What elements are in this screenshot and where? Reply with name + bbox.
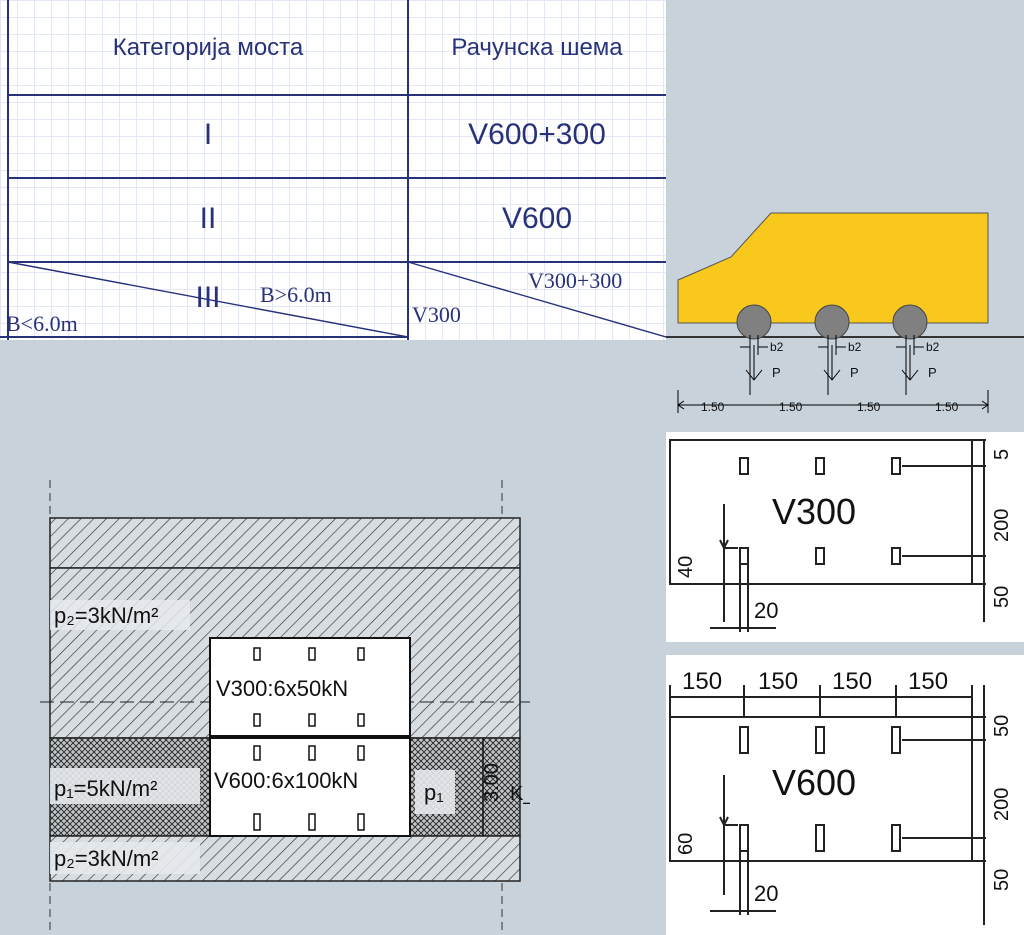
spacing-1: 1.50 xyxy=(701,400,725,414)
v600-dim-top-2: 150 xyxy=(758,668,798,695)
v300-dim-right-1: 5 xyxy=(991,449,1013,460)
v300-dim-right-3: 50 xyxy=(991,586,1013,608)
lane-width-label: 3.00 xyxy=(481,763,503,802)
v300-footprint: V300 5 200 50 40 20 xyxy=(666,432,1024,642)
v600-dim-right-3: 50 xyxy=(991,869,1013,891)
v300-title: V300 xyxy=(772,491,856,532)
v300-outline xyxy=(669,439,973,585)
p1-left-label: p₁=5kN/m² xyxy=(54,776,157,801)
load-label-2: P xyxy=(850,365,859,380)
v600-dim-top-4: 150 xyxy=(908,668,948,695)
v600-dim-top-1: 150 xyxy=(682,668,722,695)
v600-footprint: 150 150 150 150 V600 50 200 50 60 20 xyxy=(666,655,1024,935)
p2-top-strip xyxy=(49,517,521,569)
row-2-category: II xyxy=(199,202,217,235)
axle-label-2: b2 xyxy=(848,340,862,354)
v600-label: V600:6x100kN xyxy=(214,768,358,793)
truck-body xyxy=(677,212,989,324)
load-plan-drawing: p₂=3kN/m² V300:6x50kN V600:6x100kN p₁=5k… xyxy=(40,480,530,930)
v300-dim-right-2: 200 xyxy=(991,509,1013,542)
header-category: Категорија моста xyxy=(112,34,304,61)
v600-dim-right-1: 50 xyxy=(991,715,1013,737)
load-plan-diagram: p₂=3kN/m² V300:6x50kN V600:6x100kN p₁=5k… xyxy=(40,470,530,935)
header-scheme: Рачунска шема xyxy=(451,34,623,61)
row-3-scheme-right: V300+300 xyxy=(528,268,623,293)
v600-wheel-width: 20 xyxy=(754,881,778,906)
wheel-3 xyxy=(892,304,928,340)
wheel-2 xyxy=(814,304,850,340)
p2-top-label: p₂=3kN/m² xyxy=(54,603,159,628)
p1-right-label: p₁ xyxy=(424,780,444,805)
row-3-width-small: B<6.0m xyxy=(6,311,78,336)
v600-dim-right-2: 200 xyxy=(991,788,1013,821)
v300-vehicle xyxy=(209,637,411,737)
diagonal-category xyxy=(7,261,409,338)
diagonal-scheme xyxy=(407,261,666,338)
v300-wheel-width: 20 xyxy=(754,598,778,623)
p2-bottom-label: p₂=3kN/m² xyxy=(54,846,159,871)
v600-dim-top-3: 150 xyxy=(832,668,872,695)
v300-label: V300:6x50kN xyxy=(216,676,348,701)
bridge-category-table: Категорија моста Рачунска шема I V600+30… xyxy=(0,0,666,340)
row-3-scheme-left: V300 xyxy=(412,302,461,327)
spacing-4: 1.50 xyxy=(935,400,959,414)
row-3-width-large: B>6.0m xyxy=(260,282,332,307)
truck-drawing: b2 b2 b2 P P P 1.50 1.50 1.50 1.50 xyxy=(666,212,1024,414)
axle-label-3: b2 xyxy=(926,340,940,354)
load-label-3: P xyxy=(928,365,937,380)
row-1-category: I xyxy=(203,118,213,151)
v600-title: V600 xyxy=(772,762,856,803)
v600-vehicle xyxy=(209,737,411,837)
spacing-2: 1.50 xyxy=(779,400,803,414)
row-3-category: III xyxy=(195,281,221,314)
spacing-3: 1.50 xyxy=(857,400,881,414)
truck-side-view: b2 b2 b2 P P P 1.50 1.50 1.50 1.50 xyxy=(666,195,1024,425)
axle-label-1: b2 xyxy=(770,340,784,354)
v600-wheel-length: 60 xyxy=(675,833,697,855)
load-label-1: P xyxy=(772,365,781,380)
kd-label: K_d xyxy=(510,783,530,805)
v300-wheel-length: 40 xyxy=(675,556,697,578)
v300-footprint-drawing: V300 5 200 50 40 20 xyxy=(669,439,1013,632)
wheel-1 xyxy=(736,304,772,340)
v600-footprint-drawing: 150 150 150 150 V600 50 200 50 60 20 xyxy=(669,668,1013,925)
row-1-scheme: V600+300 xyxy=(468,118,606,151)
row-2-scheme: V600 xyxy=(501,202,573,235)
table-grid-lines xyxy=(0,0,666,340)
